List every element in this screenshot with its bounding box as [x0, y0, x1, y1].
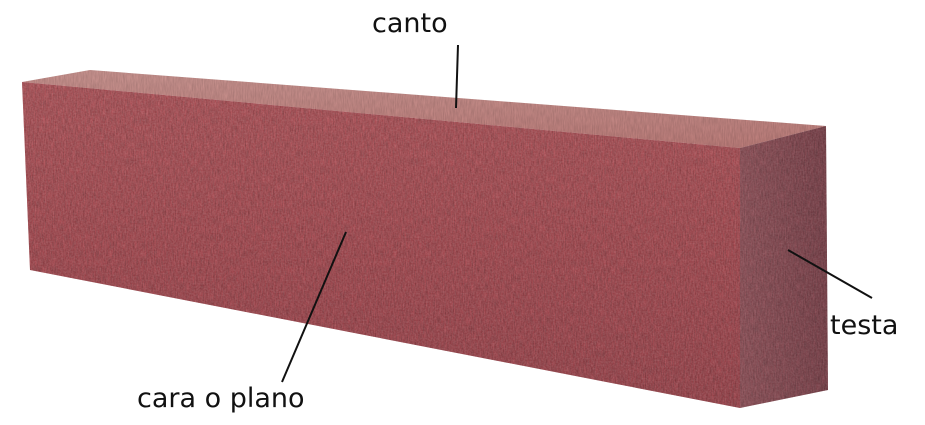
label-testa: testa	[830, 312, 898, 339]
label-canto: canto	[372, 10, 448, 37]
beam-end-face	[740, 126, 828, 408]
label-cara-o-plano: cara o plano	[137, 385, 305, 412]
